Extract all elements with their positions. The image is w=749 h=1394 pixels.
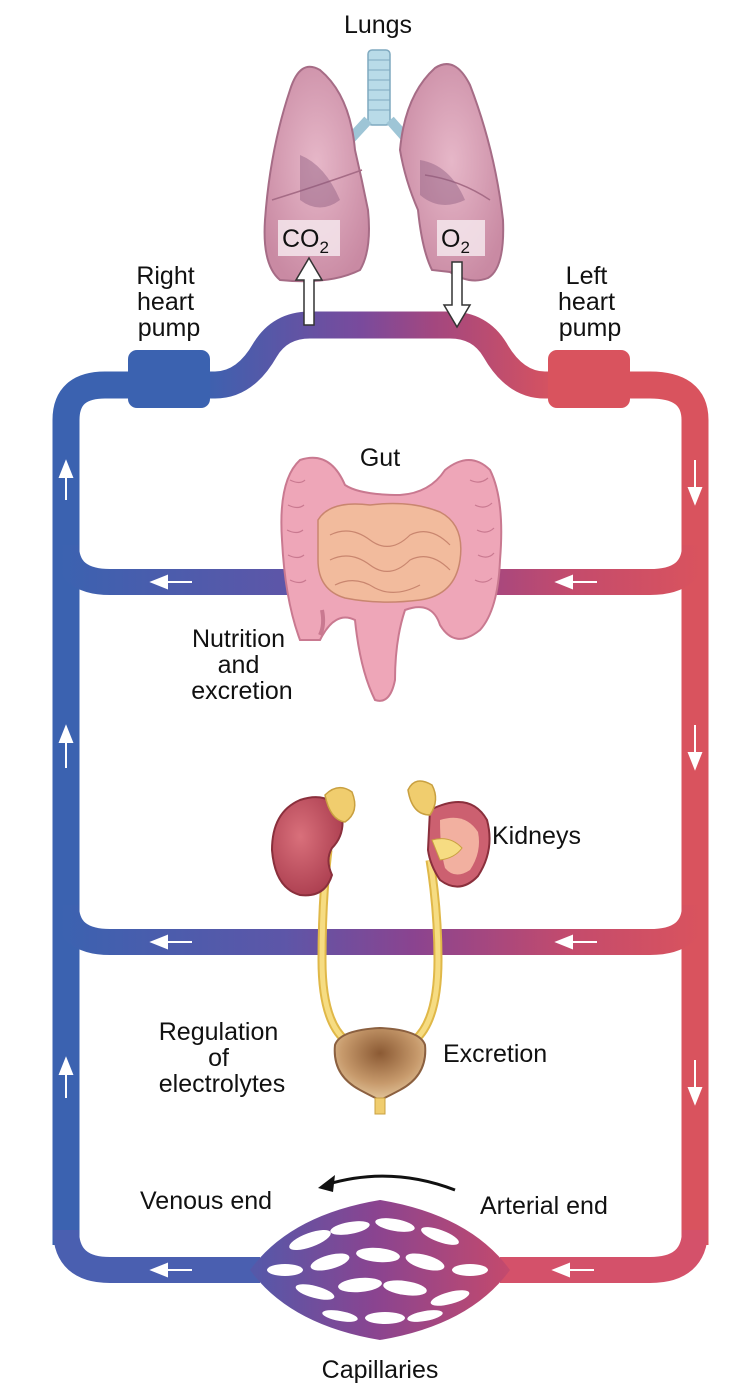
up-arrow-icon [58, 1056, 74, 1098]
co2-label: CO2 [282, 225, 329, 257]
down-arrow-icon [687, 725, 703, 771]
gut-illustration [280, 456, 503, 702]
bladder-illustration [333, 1026, 427, 1115]
capillaries-label: Capillaries [322, 1356, 439, 1384]
o2-in-arrow [442, 261, 472, 329]
venous-end-label: Venous end [140, 1187, 272, 1215]
left-arrow-icon [149, 934, 192, 950]
kidneys-illustration [270, 780, 491, 1044]
down-arrow-icon [687, 460, 703, 506]
nutrition-excretion-label: Nutrition and excretion [191, 625, 292, 705]
up-arrow-icon [58, 724, 74, 768]
left-arrow-icon [554, 574, 597, 590]
o2-label-group: O2 [437, 220, 485, 257]
vessel-loop [52, 311, 709, 1283]
capillary-flow-arrow [318, 1174, 456, 1192]
o2-label: O2 [441, 225, 470, 257]
excretion-label: Excretion [443, 1040, 547, 1068]
co2-label-group: CO2 [278, 220, 340, 257]
co2-out-arrow [294, 256, 324, 326]
regulation-electrolytes-label: Regulation of electrolytes [159, 1018, 285, 1098]
kidneys-label: Kidneys [492, 822, 581, 850]
left-heart-pump [548, 350, 630, 408]
lungs-illustration [263, 49, 505, 283]
right-heart-pump [128, 350, 210, 408]
flow-arrows [58, 459, 703, 1278]
lungs-label: Lungs [344, 11, 412, 39]
left-arrow-icon [149, 1262, 192, 1278]
left-arrow-icon [149, 574, 192, 590]
up-arrow-icon [58, 459, 74, 500]
right-heart-pump-label: Right heart pump [136, 262, 201, 342]
left-arrow-icon [554, 934, 597, 950]
gut-label: Gut [360, 444, 400, 472]
left-heart-pump-label: Left heart pump [558, 262, 622, 342]
capillary-bed [250, 1200, 510, 1340]
arterial-end-label: Arterial end [480, 1192, 608, 1220]
left-arrow-icon [551, 1262, 594, 1278]
down-arrow-icon [687, 1060, 703, 1106]
